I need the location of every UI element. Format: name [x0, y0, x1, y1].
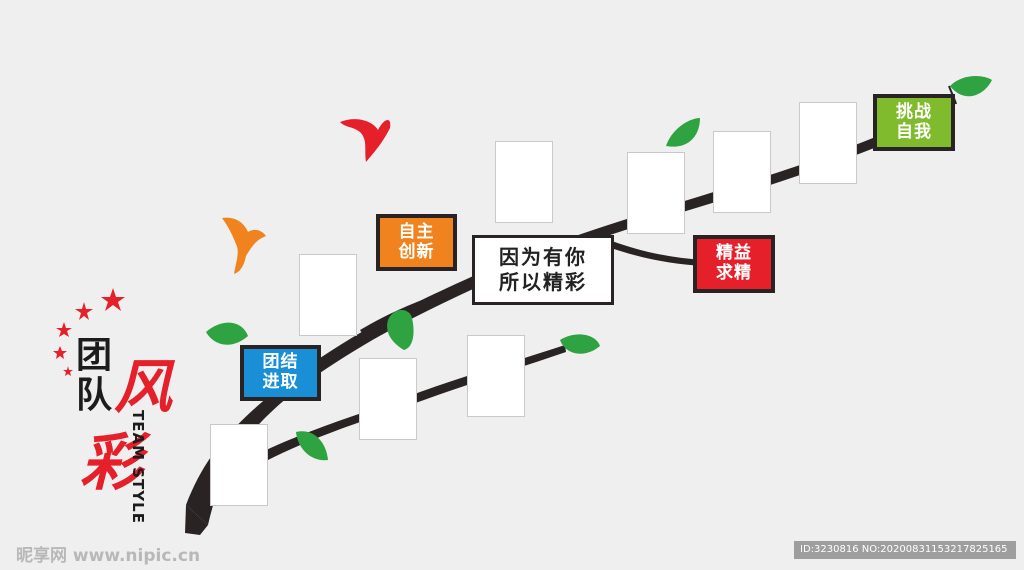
tag-innovation: 自主 创新 [376, 214, 457, 271]
watermark-id: ID:3230816 NO:20200831153217825165 [794, 541, 1016, 559]
photo-frame [210, 424, 268, 506]
main-slogan: 因为有你 所以精彩 [472, 235, 614, 305]
english-subtitle: TEAM STYLE [129, 410, 147, 524]
tag-unity: 团结 进取 [240, 345, 321, 401]
title-char-3: 风 [114, 353, 173, 421]
tag-innovation-line1: 自主 [398, 221, 435, 242]
tag-excellence-line2: 求精 [716, 263, 752, 283]
leaf-icon [206, 322, 248, 345]
tag-challenge-line1: 挑战 [896, 101, 932, 122]
leaf-icon [560, 334, 600, 354]
watermark-site: 昵享网 www.nipic.cn [16, 546, 201, 566]
photo-frame [627, 152, 685, 234]
star-icon [101, 288, 125, 311]
photo-frame [359, 358, 417, 440]
star-icon [75, 302, 93, 320]
tag-challenge: 挑战 自我 [873, 94, 955, 151]
title-char-1: 团 [76, 334, 113, 376]
bird-orange-icon [222, 217, 266, 274]
trunk-base [185, 505, 208, 535]
bird-red-icon [340, 119, 391, 162]
leaf-icon [296, 431, 328, 461]
upper-offshoot [360, 288, 458, 336]
tag-challenge-line2: 自我 [896, 121, 932, 142]
star-icon [53, 346, 67, 359]
photo-frame [799, 102, 857, 184]
photo-frame [299, 254, 357, 336]
star-icon [63, 366, 73, 376]
title-char-4: 彩 [80, 426, 143, 499]
photo-frame [713, 131, 771, 213]
title-char-2: 队 [76, 374, 113, 416]
leaf-icon [666, 118, 700, 147]
tag-excellence-line1: 精益 [716, 243, 752, 264]
tag-unity-line1: 团结 [262, 352, 299, 373]
main-slogan-line2: 所以精彩 [499, 270, 587, 294]
tag-innovation-line2: 创新 [398, 241, 435, 262]
photo-frame [467, 335, 525, 417]
leaf-icon [387, 310, 414, 350]
tag-excellence: 精益 求精 [693, 235, 775, 293]
main-slogan-line1: 因为有你 [499, 245, 587, 269]
leaf-icon [950, 76, 992, 97]
star-icon [56, 322, 72, 337]
photo-frame [495, 141, 553, 223]
tag-unity-line2: 进取 [262, 372, 299, 392]
